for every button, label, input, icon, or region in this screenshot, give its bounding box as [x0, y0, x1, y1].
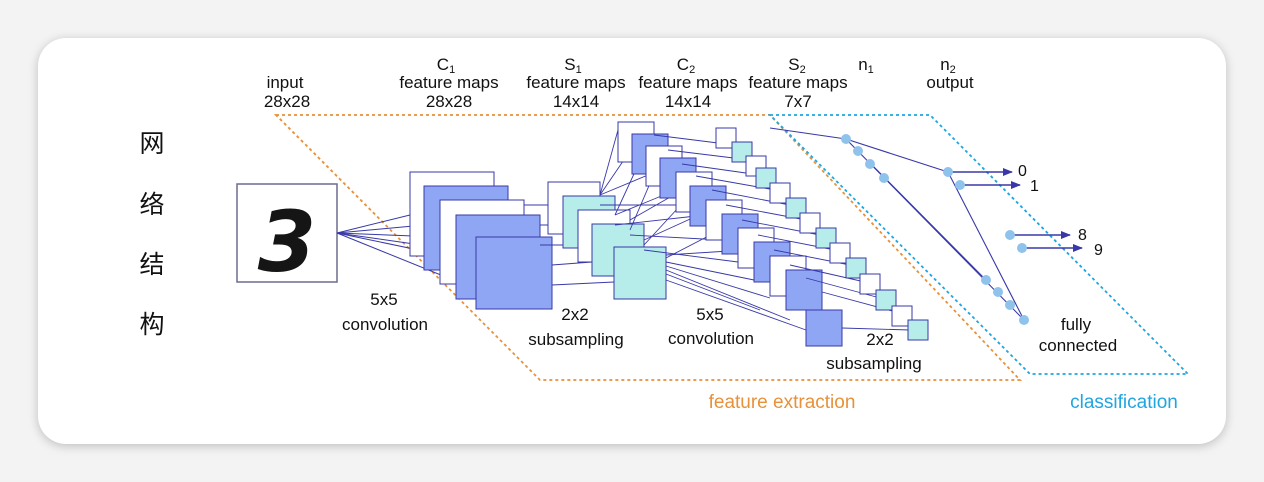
svg-text:input: input — [267, 73, 304, 92]
c2-layer-label: C2 feature maps 14x14 — [638, 55, 737, 111]
svg-text:n2: n2 — [940, 55, 956, 76]
svg-text:28x28: 28x28 — [264, 92, 310, 111]
svg-text:S2: S2 — [788, 55, 805, 76]
side-title-char: 络 — [139, 190, 164, 219]
svg-text:feature maps: feature maps — [526, 73, 625, 92]
input-layer-label: input 28x28 — [264, 73, 310, 111]
svg-text:subsampling: subsampling — [826, 354, 921, 373]
diagram-card: 网 络 结 构 input 28x28 C1 feature maps 28x2… — [38, 38, 1226, 444]
feature-extraction-caption: feature extraction — [709, 392, 856, 413]
svg-text:5x5: 5x5 — [696, 305, 723, 324]
classification-caption: classification — [1070, 392, 1178, 413]
conv2-connections — [599, 129, 807, 331]
n2-layer-label: n2 output — [926, 55, 974, 92]
fc-label: fully connected — [1039, 315, 1117, 355]
side-title-char: 网 — [139, 129, 164, 158]
n1-neurons — [841, 134, 1029, 325]
output-digit: 9 — [1094, 242, 1103, 259]
output-digit: 8 — [1078, 227, 1087, 244]
c1-layer-label: C1 feature maps 28x28 — [399, 55, 498, 111]
c1-feature-maps — [409, 171, 553, 310]
s2-feature-maps — [715, 127, 929, 341]
svg-text:14x14: 14x14 — [665, 92, 711, 111]
side-title-char: 结 — [139, 250, 164, 279]
pool1-label: 2x2 subsampling — [528, 305, 623, 349]
svg-text:output: output — [926, 73, 974, 92]
svg-text:feature maps: feature maps — [748, 73, 847, 92]
side-title-char: 构 — [139, 310, 164, 339]
output-digit: 0 — [1018, 163, 1027, 180]
svg-text:fully: fully — [1061, 315, 1092, 334]
svg-text:subsampling: subsampling — [528, 330, 623, 349]
svg-text:7x7: 7x7 — [784, 92, 811, 111]
n1-layer-label: n1 — [858, 55, 874, 76]
svg-text:feature maps: feature maps — [399, 73, 498, 92]
svg-text:28x28: 28x28 — [426, 92, 472, 111]
feature-extraction-region — [273, 114, 1023, 381]
svg-text:C1: C1 — [437, 55, 455, 76]
c2-feature-maps — [617, 121, 843, 347]
classification-region — [767, 114, 1191, 375]
output-arrows — [948, 168, 1083, 252]
input-digit: 3 — [258, 193, 316, 291]
svg-text:n1: n1 — [858, 55, 874, 76]
pool2-label: 2x2 subsampling — [826, 330, 921, 373]
svg-text:feature maps: feature maps — [638, 73, 737, 92]
svg-text:5x5: 5x5 — [370, 290, 397, 309]
svg-text:S1: S1 — [564, 55, 581, 76]
n2-neurons — [943, 167, 1027, 253]
svg-text:convolution: convolution — [342, 315, 428, 334]
svg-text:C2: C2 — [677, 55, 695, 76]
svg-text:14x14: 14x14 — [553, 92, 599, 111]
svg-text:connected: connected — [1039, 336, 1117, 355]
s1-layer-label: S1 feature maps 14x14 — [526, 55, 625, 111]
svg-text:convolution: convolution — [668, 329, 754, 348]
s2-layer-label: S2 feature maps 7x7 — [748, 55, 847, 111]
svg-text:2x2: 2x2 — [866, 330, 893, 349]
conv1-label: 5x5 convolution — [342, 290, 428, 334]
svg-text:2x2: 2x2 — [561, 305, 588, 324]
output-digit: 1 — [1030, 178, 1039, 195]
conv2-label: 5x5 convolution — [668, 305, 754, 348]
lenet-diagram: 网 络 结 构 input 28x28 C1 feature maps 28x2… — [139, 55, 1191, 413]
